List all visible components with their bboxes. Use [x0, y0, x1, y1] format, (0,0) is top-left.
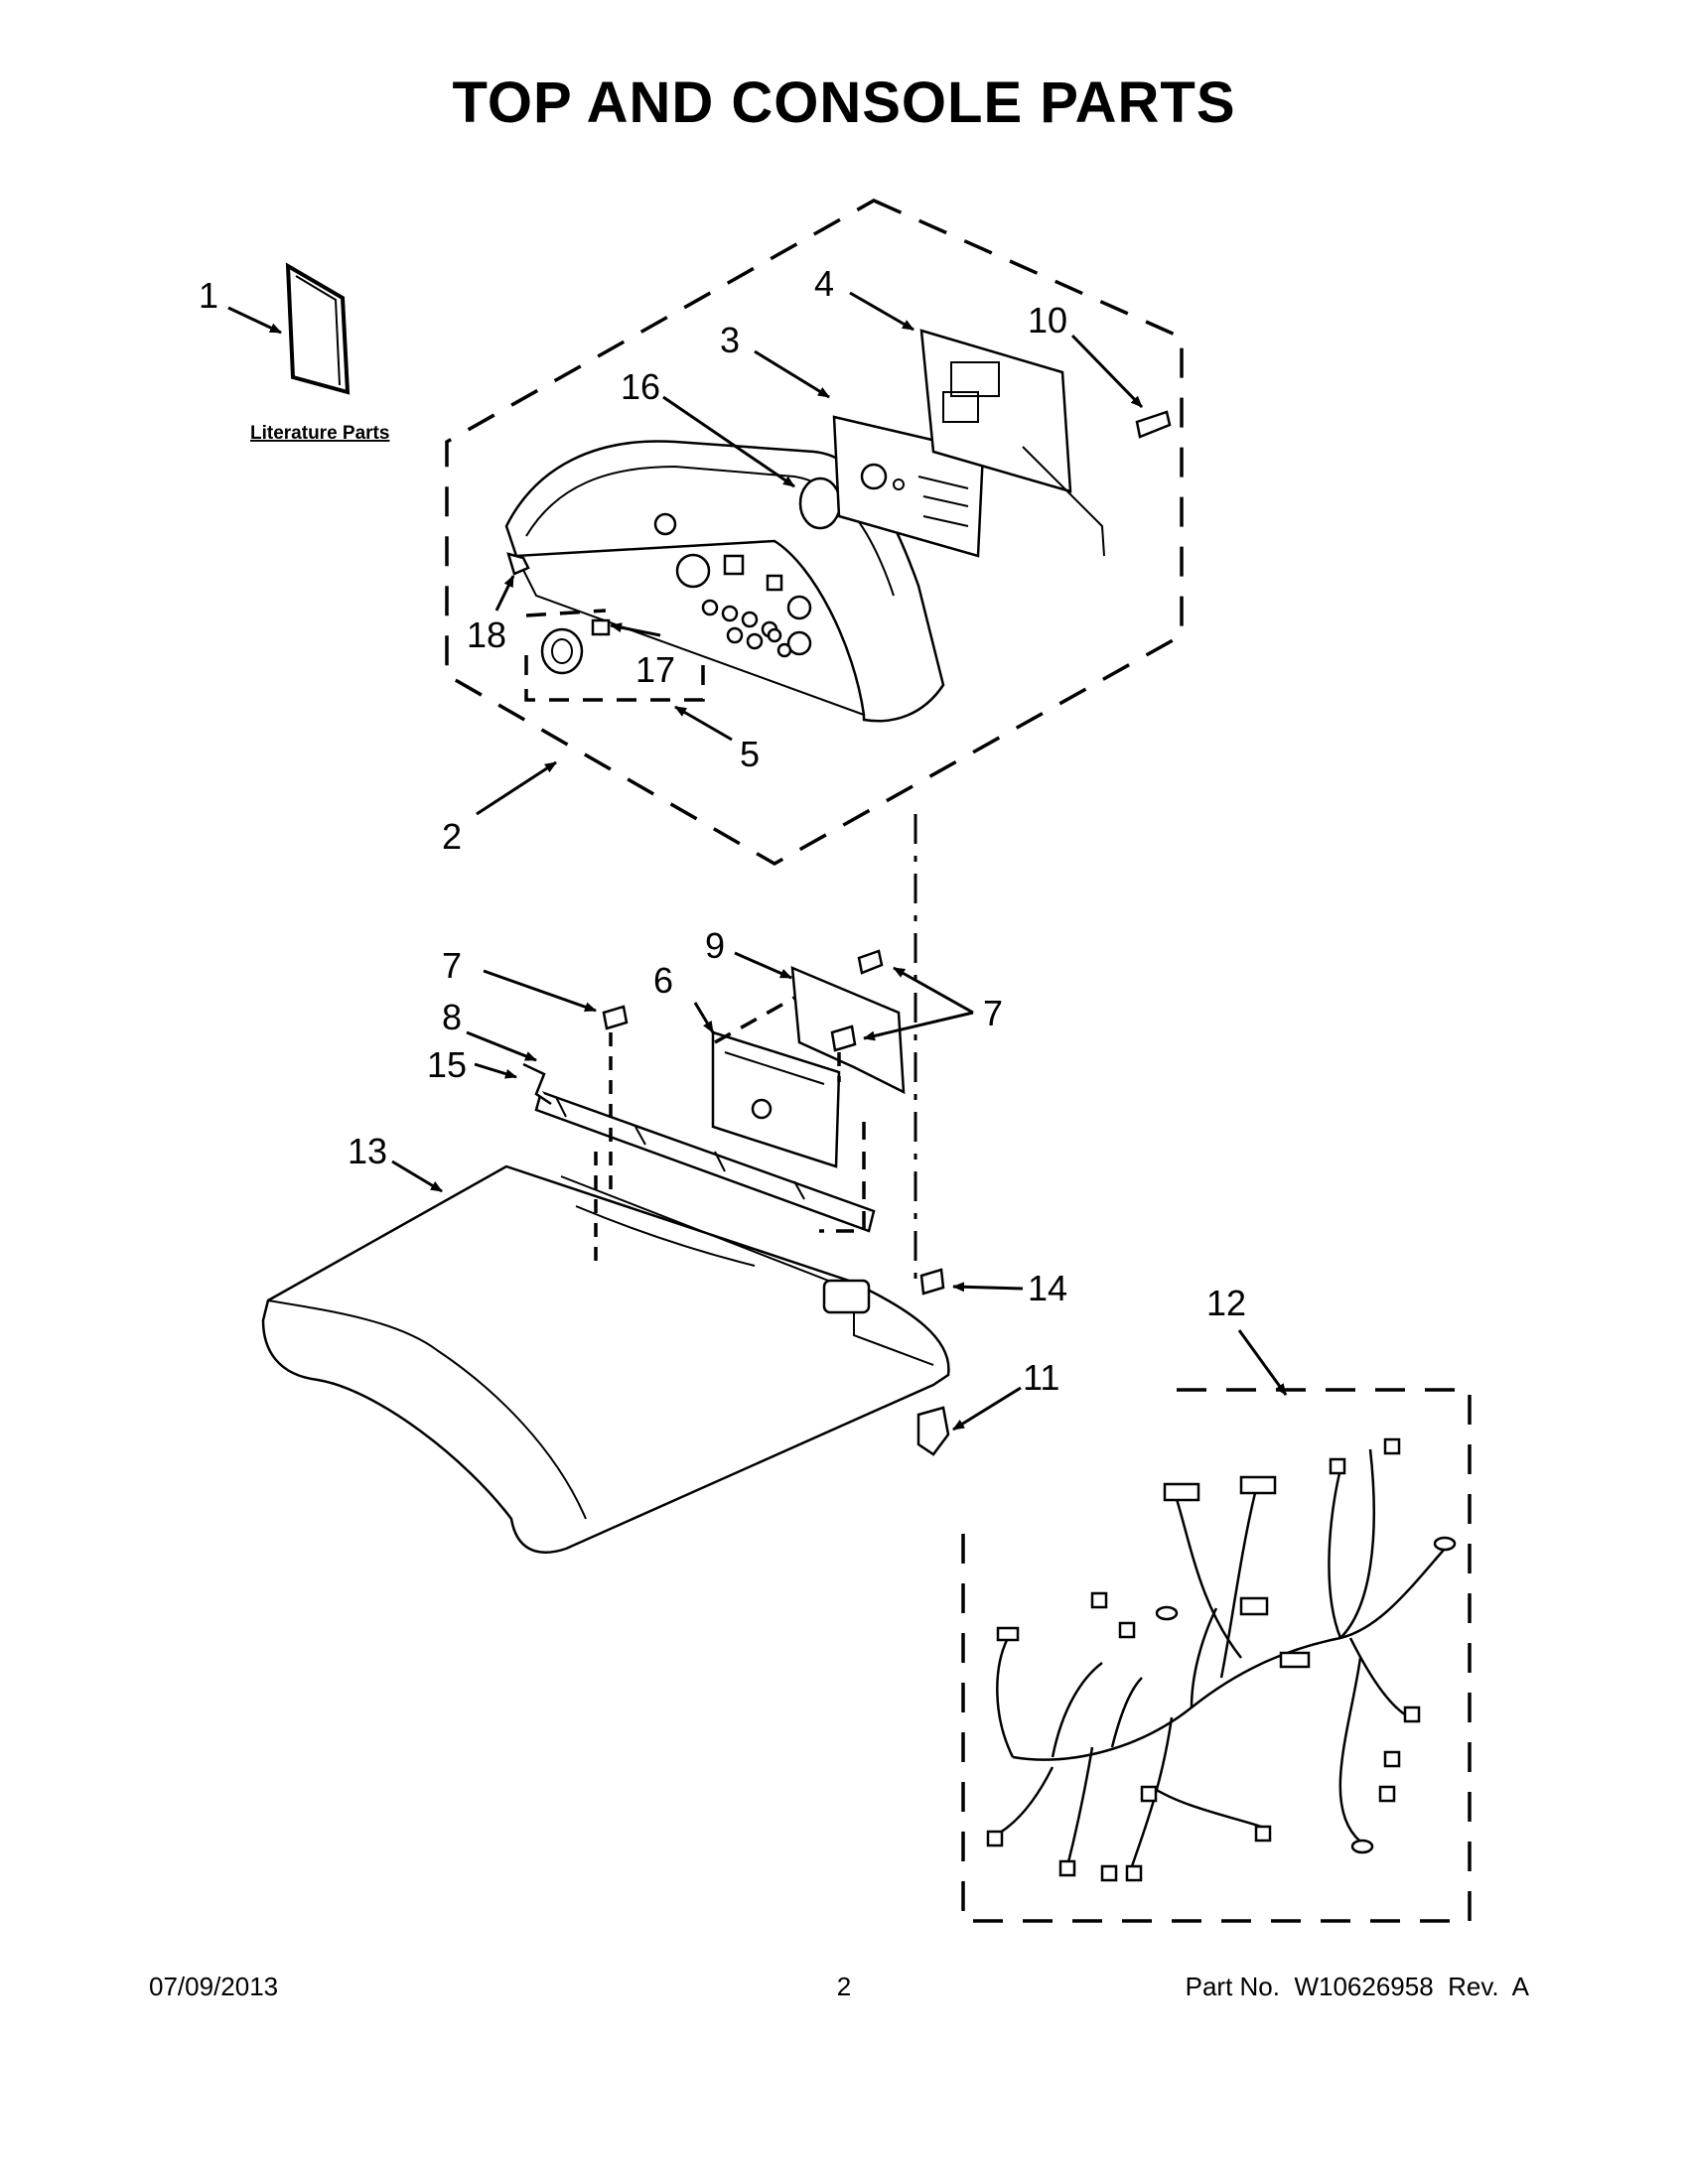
callout-18: 18	[467, 614, 506, 655]
callout-9: 9	[705, 925, 725, 966]
callout-3: 3	[720, 320, 740, 360]
callout-11: 11	[1023, 1357, 1059, 1398]
knob-shaft	[591, 618, 611, 636]
callout-4: 4	[814, 263, 834, 304]
literature-booklet	[285, 262, 351, 395]
callout-14: 14	[1028, 1268, 1067, 1308]
screw-7-left	[602, 1005, 629, 1030]
callout-6: 6	[653, 960, 673, 1001]
ui-housing	[919, 329, 1105, 557]
callout-2: 2	[442, 816, 462, 857]
callout-7-right: 7	[983, 993, 1003, 1033]
clip-18	[506, 552, 530, 576]
clip-11	[916, 1406, 950, 1456]
page-title: TOP AND CONSOLE PARTS	[452, 70, 1236, 135]
bracket-8	[534, 1090, 876, 1233]
footer-part-number: Part No. W10626958 Rev. A	[1185, 1972, 1529, 2001]
callout-1: 1	[199, 275, 218, 316]
knob-assembly-boundary	[524, 655, 705, 702]
callout-5: 5	[740, 734, 760, 774]
console-assembly-boundary	[445, 199, 1184, 867]
screw-10	[1135, 410, 1172, 439]
wire-harness	[986, 1437, 1457, 1882]
callout-12: 12	[1206, 1283, 1246, 1323]
wire-harness-boundary	[961, 1388, 1472, 1923]
footer-page-number: 2	[836, 1972, 852, 2001]
decal-16	[798, 477, 842, 530]
callout-16: 16	[621, 366, 660, 407]
callout-13: 13	[348, 1131, 387, 1171]
callout-7-left: 7	[442, 945, 462, 986]
bracket-15	[522, 1062, 552, 1106]
callout-10: 10	[1028, 300, 1067, 341]
literature-parts-label: Literature Parts	[250, 423, 389, 444]
callout-15: 15	[427, 1044, 467, 1085]
screw-14	[919, 1268, 945, 1296]
screw-7-top	[857, 949, 884, 975]
top-panel	[261, 1164, 950, 1554]
module-boundary	[714, 996, 866, 1233]
knob	[540, 627, 584, 675]
callout-8: 8	[442, 997, 462, 1037]
callout-17: 17	[635, 649, 675, 690]
leader-lines	[227, 291, 1288, 1432]
electronics-module	[711, 1030, 841, 1168]
screw-7-middle	[830, 1024, 857, 1052]
footer-date: 07/09/2013	[149, 1972, 279, 2001]
